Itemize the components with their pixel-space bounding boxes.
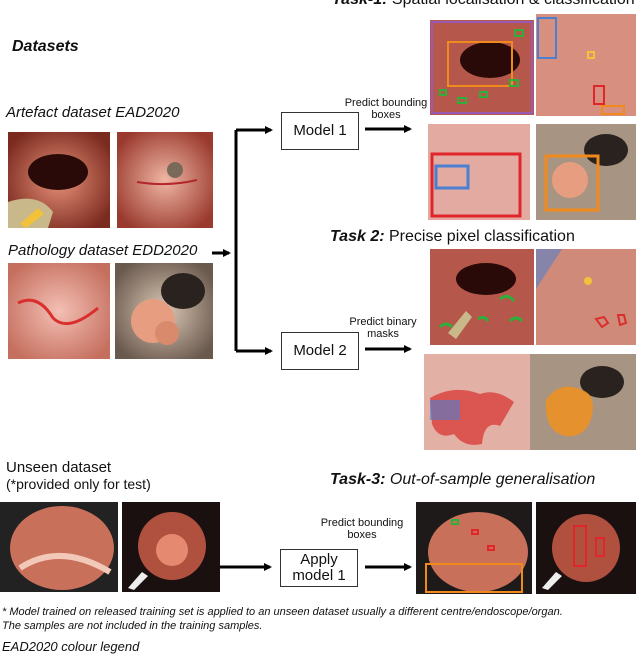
legend-title: EAD2020 colour legend (2, 639, 140, 654)
task3-prefix: Task-3: (330, 471, 386, 488)
task1-output-image-1 (430, 20, 534, 115)
task2-output-image-3 (424, 354, 530, 450)
task1-output-image-4 (536, 124, 636, 220)
task3-title: Task-3: Out-of-sample generalisation (330, 471, 595, 489)
predict-bbox-label-1: Predict bounding boxes (344, 97, 428, 121)
artefact-dataset-label: Artefact dataset EAD2020 (6, 104, 180, 121)
task1-prefix: Task-1: (332, 0, 387, 8)
unseen-image-2 (122, 502, 220, 592)
task3-output-image-2 (536, 502, 636, 594)
artefact-image-1 (8, 132, 110, 228)
model1-box: Model 1 (281, 112, 359, 150)
unseen-dataset-label-2: (*provided only for test) (6, 476, 151, 492)
task2-title: Task 2: Precise pixel classification (330, 228, 575, 246)
task3-text: Out-of-sample generalisation (389, 471, 596, 488)
task1-output-image-2 (536, 14, 636, 116)
model2-box: Model 2 (281, 332, 359, 370)
task2-text: Precise pixel classification (389, 228, 575, 245)
predict-binary-label: Predict binary masks (349, 316, 417, 340)
task2-output-image-2 (536, 249, 636, 345)
artefact-image-2 (117, 132, 213, 228)
pathology-dataset-label: Pathology dataset EDD2020 (8, 242, 198, 259)
task2-prefix: Task 2: (330, 228, 385, 245)
apply-model1-box: Apply model 1 (280, 549, 358, 587)
task2-output-image-1 (430, 249, 534, 345)
footnote-line-1: * Model trained on released training set… (2, 606, 563, 618)
unseen-dataset-label-1: Unseen dataset (6, 459, 112, 476)
pathology-image-2 (115, 263, 213, 359)
predict-bbox-label-3: Predict bounding boxes (320, 517, 404, 541)
footnote-line-2: The samples are not included in the trai… (2, 620, 263, 632)
datasets-heading: Datasets (12, 38, 79, 55)
task1-text: Spatial localisation & classification (392, 0, 635, 8)
pathology-image-1 (8, 263, 110, 359)
task1-title: Task-1: Spatial localisation & classific… (332, 0, 635, 9)
task2-output-image-4 (530, 354, 636, 450)
task1-output-image-3 (428, 124, 530, 220)
task3-output-image-1 (416, 502, 532, 594)
unseen-image-1 (0, 502, 118, 592)
